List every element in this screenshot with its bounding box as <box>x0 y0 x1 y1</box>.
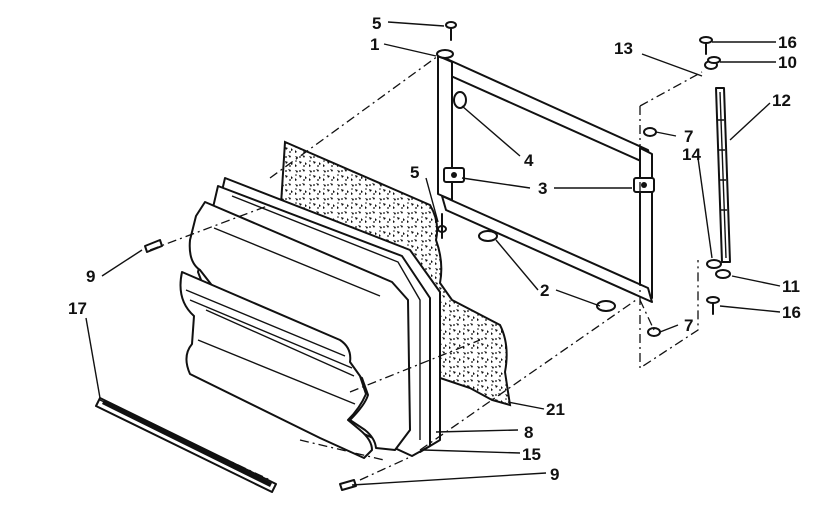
door-hinge-frame <box>436 49 655 312</box>
callout-15: 15 <box>522 445 541 464</box>
leader-lines <box>85 21 781 486</box>
fasteners <box>144 21 731 491</box>
callout-13: 13 <box>614 39 633 58</box>
callout-5-side: 5 <box>410 163 419 182</box>
callout-2: 2 <box>540 281 549 300</box>
callout-3: 3 <box>538 179 547 198</box>
callout-16-top: 16 <box>778 33 797 52</box>
callout-7-bottom: 7 <box>684 316 693 335</box>
door-shelf-rail <box>95 397 277 493</box>
callout-12: 12 <box>772 91 791 110</box>
door-panel <box>179 201 411 459</box>
callout-9-left: 9 <box>86 267 95 286</box>
door-closer-rod <box>715 87 731 263</box>
callout-5-top: 5 <box>372 14 381 33</box>
callout-7-top: 7 <box>684 127 693 146</box>
callout-10: 10 <box>778 53 797 72</box>
callout-16-bottom: 16 <box>782 303 801 322</box>
callout-9-bottom: 9 <box>550 465 559 484</box>
callout-1: 1 <box>370 35 379 54</box>
alignment-lines <box>99 55 655 481</box>
callout-4: 4 <box>524 151 534 170</box>
callout-8: 8 <box>524 423 533 442</box>
callout-21: 21 <box>546 400 565 419</box>
callout-14: 14 <box>682 145 701 164</box>
mounting-plate-outline <box>639 71 703 370</box>
callout-11: 11 <box>782 277 800 296</box>
callout-labels: 5 1 4 5 3 2 7 7 13 16 10 12 14 11 16 9 1… <box>68 14 801 484</box>
callout-17: 17 <box>68 299 87 318</box>
